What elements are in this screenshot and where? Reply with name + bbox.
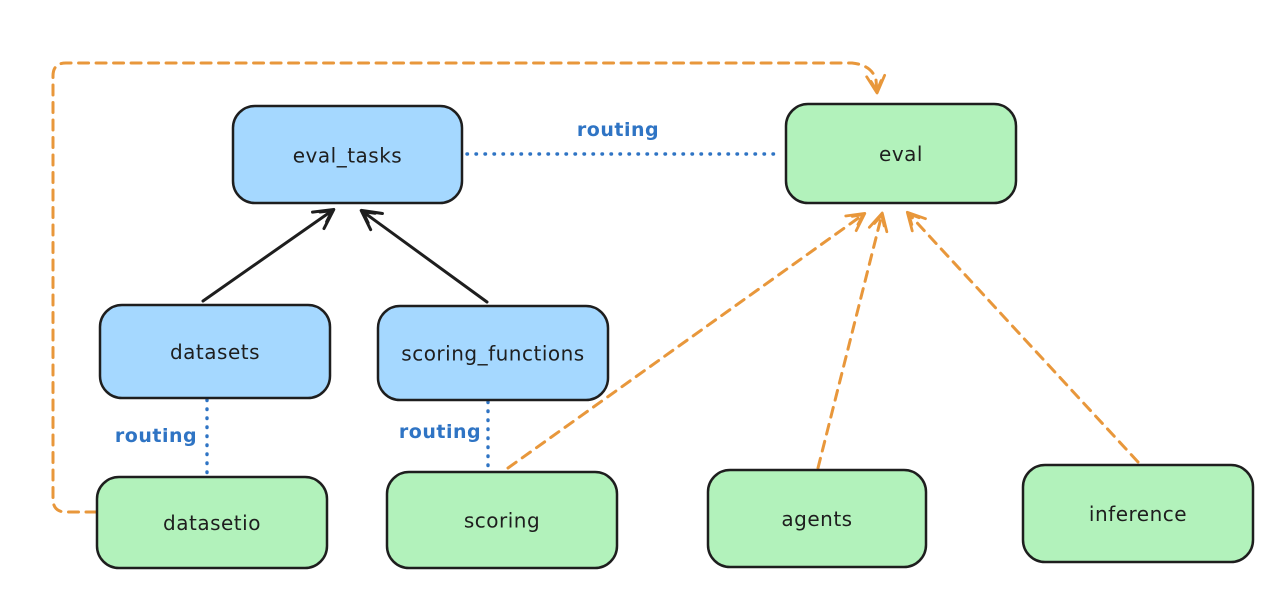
node-scoring-functions-label: scoring_functions bbox=[401, 342, 584, 366]
node-scoring-label: scoring bbox=[464, 509, 540, 533]
edge-datasetio-to-eval-dashed bbox=[51, 61, 887, 514]
node-datasets-label: datasets bbox=[170, 340, 260, 364]
edge-scoring-to-eval-dashed bbox=[506, 212, 867, 470]
node-eval: eval bbox=[784, 102, 1018, 205]
node-datasetio: datasetio bbox=[95, 475, 329, 570]
node-eval-tasks-label: eval_tasks bbox=[293, 144, 402, 168]
edge-agents-to-eval-dashed bbox=[816, 211, 889, 470]
node-eval-tasks: eval_tasks bbox=[231, 104, 464, 205]
node-inference-label: inference bbox=[1089, 502, 1187, 526]
edge-datasets-to-eval-tasks bbox=[201, 207, 336, 303]
node-scoring-functions: scoring_functions bbox=[376, 304, 610, 402]
node-scoring: scoring bbox=[385, 470, 619, 570]
node-agents: agents bbox=[706, 468, 928, 569]
routing-label-datasets: routing bbox=[115, 425, 197, 447]
edge-scoring-functions-to-eval-tasks bbox=[359, 208, 489, 304]
routing-label-scoring: routing bbox=[399, 421, 481, 443]
routing-label-top: routing bbox=[577, 119, 659, 141]
node-eval-label: eval bbox=[879, 142, 923, 166]
node-datasets: datasets bbox=[98, 303, 332, 400]
node-inference: inference bbox=[1021, 463, 1255, 564]
node-datasetio-label: datasetio bbox=[163, 511, 261, 535]
edge-inference-to-eval-dashed bbox=[905, 210, 1140, 464]
node-agents-label: agents bbox=[781, 507, 852, 531]
